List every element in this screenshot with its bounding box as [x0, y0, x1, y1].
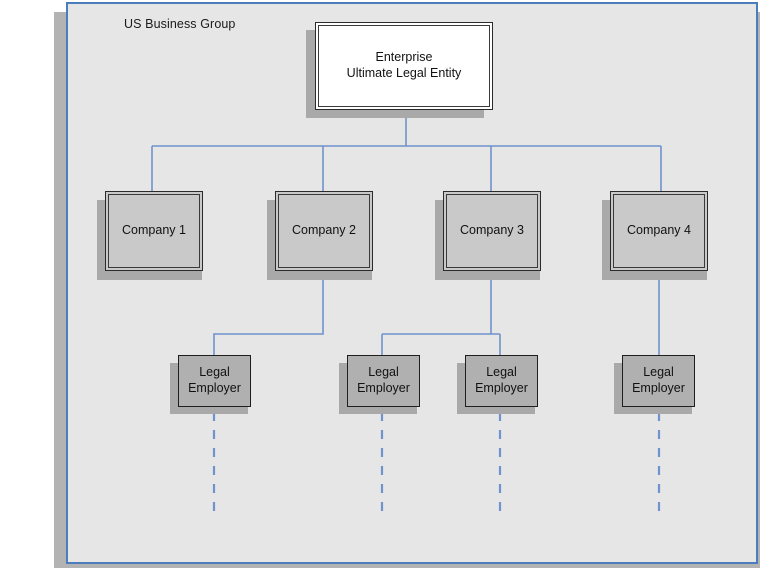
- legal-employer-2-box[interactable]: Legal Employer: [347, 355, 420, 407]
- legal-employer-4-label-line2: Employer: [632, 381, 685, 395]
- legal-employer-4-box[interactable]: Legal Employer: [622, 355, 695, 407]
- legal-employer-3-label-line1: Legal: [486, 365, 517, 380]
- legal-employer-3-label-line2: Employer: [475, 381, 528, 395]
- legal-employer-4-label-line1: Legal: [643, 365, 674, 380]
- company-3-box[interactable]: Company 3: [443, 191, 541, 271]
- legal-employer-1-label-line1: Legal: [199, 365, 230, 380]
- company-2-label: Company 2: [292, 223, 356, 238]
- legal-employer-1-label-line2: Employer: [188, 381, 241, 395]
- legal-employer-2-label-line2: Employer: [357, 381, 410, 395]
- enterprise-label-line1: Enterprise: [375, 50, 433, 65]
- company-4-box[interactable]: Company 4: [610, 191, 708, 271]
- legal-employer-3-box[interactable]: Legal Employer: [465, 355, 538, 407]
- company-2-box[interactable]: Company 2: [275, 191, 373, 271]
- company-1-box[interactable]: Company 1: [105, 191, 203, 271]
- legal-employer-1-box[interactable]: Legal Employer: [178, 355, 251, 407]
- enterprise-label-line2: Ultimate Legal Entity: [346, 66, 462, 80]
- company-1-label: Company 1: [122, 223, 186, 238]
- legal-employer-2-label-line1: Legal: [368, 365, 399, 380]
- company-4-label: Company 4: [627, 223, 691, 238]
- company-3-label: Company 3: [460, 223, 524, 238]
- business-group-title: US Business Group: [124, 17, 236, 31]
- enterprise-box[interactable]: Enterprise Ultimate Legal Entity: [315, 22, 493, 110]
